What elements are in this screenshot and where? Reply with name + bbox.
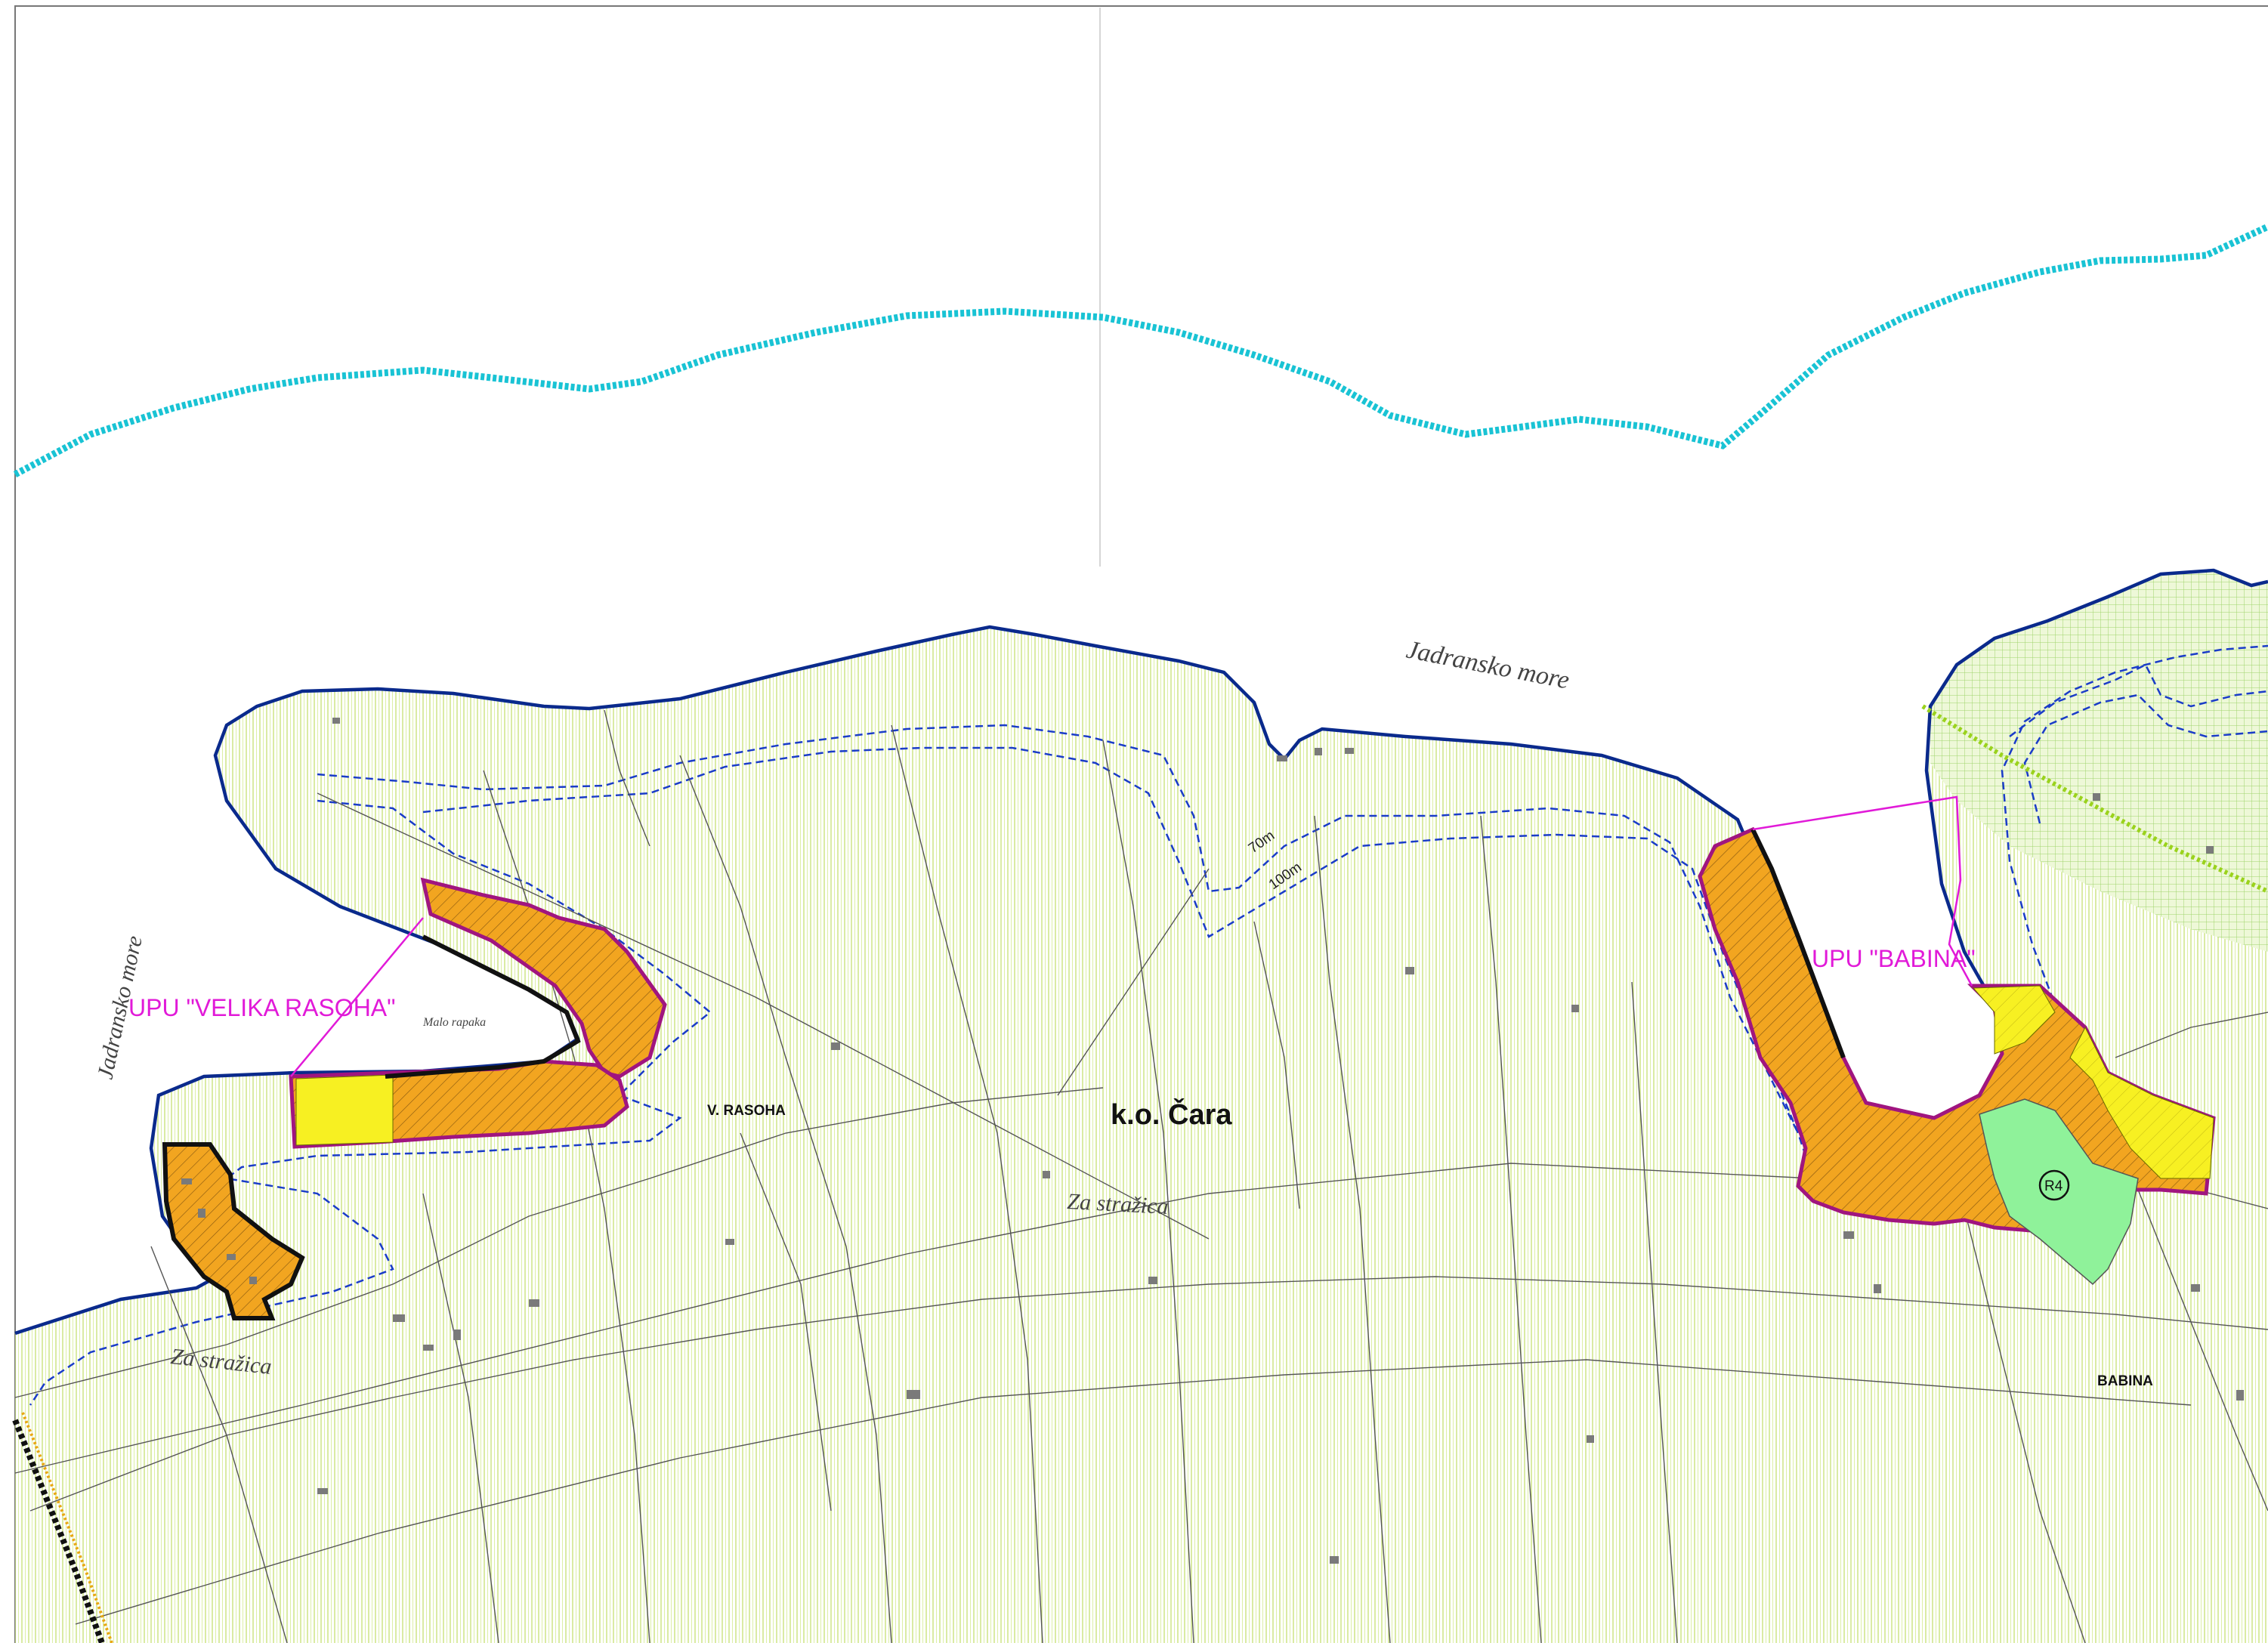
offshore-boundary-line bbox=[13, 223, 2268, 477]
municipal-border bbox=[21, 1412, 113, 1643]
protection-line-sea-east bbox=[2009, 663, 2268, 737]
land-area bbox=[15, 570, 2268, 1643]
built-zone-rasoha-north bbox=[420, 877, 667, 1079]
upu-label-babina: UPU "BABINA" bbox=[1812, 945, 1976, 972]
babina-shoreline-boundary bbox=[1750, 828, 1846, 1059]
rasoha-shoreline-boundary bbox=[385, 934, 581, 1079]
settlement-label-babina: BABINA bbox=[2097, 1373, 2153, 1389]
railway-line bbox=[12, 1419, 105, 1643]
dotted-green-boundary bbox=[1921, 704, 2268, 894]
protection-line-100m-east bbox=[422, 746, 2071, 1210]
zone-marker-circle bbox=[2038, 1169, 2070, 1201]
sheet-frame bbox=[14, 5, 2268, 1643]
upu-label-velika-rasoha: UPU "VELIKA RASOHA" bbox=[128, 994, 396, 1021]
zone-marker-label: R4 bbox=[2044, 1178, 2063, 1194]
built-zone-southwest bbox=[162, 1142, 305, 1320]
development-zone-rasoha bbox=[295, 1074, 394, 1146]
protection-line-sea-east-2 bbox=[2023, 693, 2268, 824]
development-zone-babina-east bbox=[2069, 1026, 2214, 1179]
place-label-malo-rapaka: Malo rapaka bbox=[422, 1016, 486, 1029]
parcel-lines bbox=[14, 709, 2268, 1643]
protection-line-100m bbox=[29, 799, 712, 1406]
settlement-label-v-rasoha: V. RASOHA bbox=[707, 1103, 786, 1119]
place-label-za-strazica: Za stražica bbox=[1067, 1189, 1170, 1219]
recreation-zone-babina bbox=[1979, 1098, 2139, 1286]
sea-label-north: Jadransko more bbox=[1404, 636, 1571, 695]
protected-sea-zone bbox=[1930, 570, 2268, 952]
upu-boundary-lines bbox=[290, 795, 1973, 1077]
development-zone-babina-north bbox=[1972, 985, 2056, 1055]
protection-line-70m bbox=[317, 644, 2268, 1165]
building-footprints bbox=[181, 718, 2244, 1564]
cadastral-label: k.o. Čara bbox=[1111, 1097, 1232, 1131]
